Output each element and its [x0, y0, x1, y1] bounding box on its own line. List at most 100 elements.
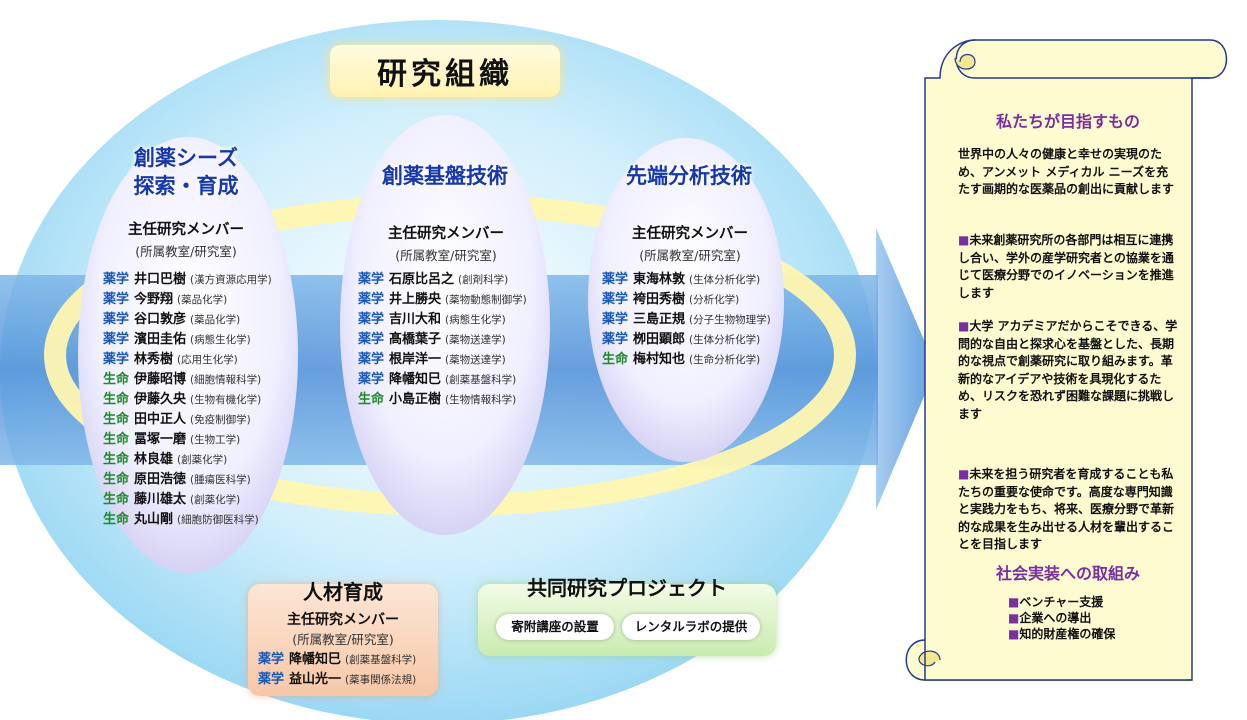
lead-members-label: 主任研究メンバー: [287, 612, 399, 628]
column-sub-1: 主任研究メンバー (所属教室/研究室): [96, 218, 276, 260]
member-dept: 生命: [103, 432, 130, 447]
member-name: 梅村知也: [633, 352, 686, 367]
member-dept: 薬学: [358, 352, 385, 367]
lead-members-label: 主任研究メンバー: [632, 226, 748, 242]
member-list-1: 薬学井口巴樹(漢方資源応用学) 薬学今野翔(薬品化学) 薬学谷口敦彦(薬品化学)…: [103, 270, 272, 530]
rental-lab-item: レンタルラボの提供: [622, 614, 760, 640]
member-name: 林秀樹: [134, 352, 174, 367]
member-dept: 生命: [103, 452, 130, 467]
member-row: 生命伊藤昭博(細胞情報科学): [103, 370, 272, 390]
member-affiliation: (創薬化学): [177, 454, 228, 466]
member-affiliation: (薬品化学): [190, 314, 241, 326]
member-affiliation: (創剤科学): [458, 274, 509, 286]
member-name: 吉川大和: [389, 312, 442, 327]
affiliation-label: (所属教室/研究室): [395, 248, 497, 263]
member-dept: 薬学: [602, 292, 629, 307]
member-name: 降幡知巳: [389, 372, 442, 387]
lead-members-label: 主任研究メンバー: [388, 226, 504, 242]
member-row: 生命藤川雄太(創薬化学): [103, 490, 272, 510]
member-row: 薬学林秀樹(応用生化学): [103, 350, 272, 370]
member-row: 薬学吉川大和(病態生化学): [358, 310, 527, 330]
member-row: 薬学髙橋葉子(薬物送達学): [358, 330, 527, 350]
member-list-3: 薬学東海林敦(生体分析化学) 薬学袴田秀樹(分析化学) 薬学三島正規(分子生物物…: [602, 270, 771, 370]
member-affiliation: (分子生物物理学): [689, 314, 771, 326]
member-row: 生命小島正樹(生物情報科学): [358, 390, 527, 410]
member-row: 生命田中正人(免疫制御学): [103, 410, 272, 430]
mission-paragraph-2: ■未来創薬研究所の各部門は相互に連携し合い、学外の産学研究者との協業を通じて医療…: [958, 232, 1180, 302]
scroll-graphic: [905, 39, 1228, 681]
list-item-text: ベンチャー支援: [1019, 595, 1104, 609]
list-item-text: 知的財産権の確保: [1019, 627, 1116, 641]
member-name: 丸山剛: [134, 512, 174, 527]
oval-column-3: [588, 138, 784, 462]
lead-members-label: 主任研究メンバー: [128, 222, 244, 238]
member-row: 薬学降幡知巳(創薬基盤科学): [358, 370, 527, 390]
member-affiliation: (薬物動態制御学): [445, 294, 527, 306]
member-dept: 薬学: [358, 272, 385, 287]
member-name: 栁田顕郎: [633, 332, 686, 347]
list-item: ■ベンチャー支援: [1008, 594, 1115, 610]
member-list-2: 薬学石原比呂之(創剤科学) 薬学井上勝央(薬物動態制御学) 薬学吉川大和(病態生…: [358, 270, 527, 410]
member-affiliation: (生命分析化学): [689, 354, 761, 366]
member-dept: 薬学: [358, 292, 385, 307]
member-row: 薬学降幡知巳(創薬基盤科学): [258, 650, 438, 670]
member-row: 薬学今野翔(薬品化学): [103, 290, 272, 310]
member-affiliation: (免疫制御学): [190, 414, 251, 426]
member-name: 冨塚一磨: [134, 432, 187, 447]
column-heading-1-line1: 創薬シーズ: [134, 146, 238, 170]
arrow-shape: [876, 228, 936, 510]
member-affiliation: (分析化学): [689, 294, 740, 306]
column-heading-2: 創薬基盤技術: [382, 164, 508, 188]
member-dept: 薬学: [103, 312, 130, 327]
square-bullet: ■: [958, 233, 970, 247]
endowed-course-item: 寄附講座の設置: [496, 614, 614, 640]
member-name: 東海林敦: [633, 272, 686, 287]
member-row: 薬学益山光一(薬事関係法規): [258, 670, 438, 690]
member-dept: 薬学: [602, 312, 629, 327]
hr-member-list: 薬学降幡知巳(創薬基盤科学) 薬学益山光一(薬事関係法規): [248, 650, 438, 690]
social-implementation-heading: 社会実装への取組み: [995, 564, 1140, 583]
square-bullet: ■: [1008, 611, 1020, 625]
oval-column-2: [340, 115, 550, 535]
member-dept: 薬学: [103, 352, 130, 367]
mission-paragraph-1: 世界中の人々の健康と幸せの実現のため、アンメット メディカル ニーズを充たす画期…: [958, 147, 1175, 197]
column-heading-1: 創薬シーズ 探索・育成: [88, 144, 284, 200]
mission-paragraph-4: ■未来を担う研究者を育成することも私たちの重要な使命です。高度な専門知識と実践力…: [958, 466, 1180, 554]
member-dept: 薬学: [103, 272, 130, 287]
member-affiliation: (生物有機化学): [190, 394, 262, 406]
column-sub-3: 主任研究メンバー (所属教室/研究室): [600, 222, 780, 264]
member-affiliation: (薬物送達学): [445, 334, 506, 346]
member-affiliation: (創薬化学): [190, 494, 241, 506]
member-affiliation: (病態生化学): [190, 334, 251, 346]
joint-project-box: 共同研究プロジェクト 寄附講座の設置 レンタルラボの提供: [478, 576, 776, 656]
member-affiliation: (漢方資源応用学): [190, 274, 272, 286]
member-row: 薬学栁田顕郎(生体分析化学): [602, 330, 771, 350]
member-dept: 薬学: [358, 332, 385, 347]
member-row: 薬学濱田圭佑(病態生化学): [103, 330, 272, 350]
member-affiliation: (腫瘍医科学): [190, 474, 251, 486]
column-heading-3: 先端分析技術: [626, 164, 752, 188]
member-affiliation: (細胞防御医科学): [177, 514, 259, 526]
square-bullet: ■: [958, 467, 970, 481]
member-name: 石原比呂之: [389, 272, 455, 287]
hr-heading: 人材育成: [303, 580, 383, 604]
mission-paragraph-3: ■大学 アカデミアだからこそできる、学問的な自由と探求心を基盤とした、長期的な視…: [958, 318, 1180, 424]
member-name: 井上勝央: [389, 292, 442, 307]
affiliation-label: (所属教室/研究室): [639, 248, 741, 263]
member-name: 益山光一: [289, 672, 342, 687]
project-heading: 共同研究プロジェクト: [527, 576, 727, 600]
member-affiliation: (薬物送達学): [445, 354, 506, 366]
square-bullet: ■: [958, 319, 970, 333]
member-dept: 薬学: [602, 272, 629, 287]
member-affiliation: (応用生化学): [177, 354, 238, 366]
member-row: 生命原田浩徳(腫瘍医科学): [103, 470, 272, 490]
affiliation-label: (所属教室/研究室): [292, 632, 394, 647]
member-dept: 薬学: [358, 312, 385, 327]
member-name: 降幡知巳: [289, 652, 342, 667]
member-row: 薬学袴田秀樹(分析化学): [602, 290, 771, 310]
column-sub-2: 主任研究メンバー (所属教室/研究室): [356, 222, 536, 264]
member-row: 薬学谷口敦彦(薬品化学): [103, 310, 272, 330]
member-affiliation: (創薬基盤科学): [445, 374, 517, 386]
member-dept: 生命: [103, 412, 130, 427]
